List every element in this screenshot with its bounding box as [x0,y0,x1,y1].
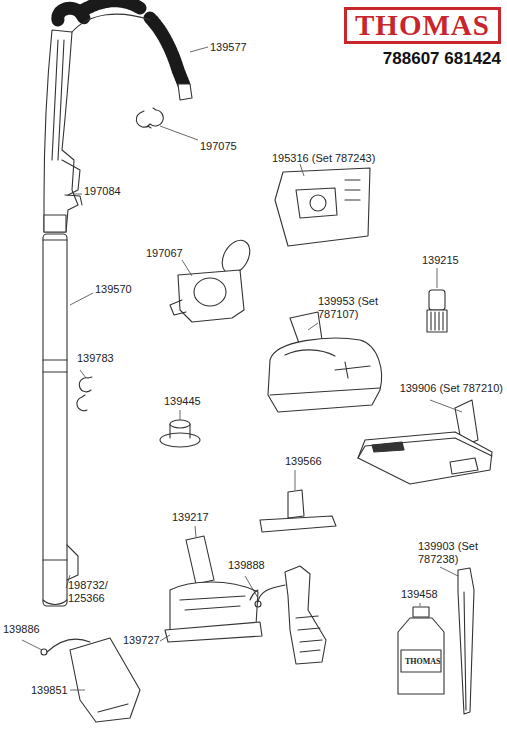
callout-number: 139851 [31,684,68,697]
callout-number: 139727 [123,634,160,647]
callout-number: 139886 [3,623,40,636]
callout-number: 139445 [164,395,201,408]
callout-number: 139906 (Set 787210) [400,382,503,395]
bottle-label: THOMAS [405,657,441,666]
callout-number: 139217 [172,511,209,524]
callout-number: 139566 [285,455,322,468]
callout-number: 197075 [200,140,237,153]
callout-number: 139215 [422,254,459,267]
callout-number: 139903 (Set 787238) [418,540,482,566]
logo-text: THOMAS [355,10,490,41]
callout-number: 139783 [77,352,114,365]
callout-number: 139888 [228,559,265,572]
callout-number: 197067 [146,247,183,260]
callout-number: 197084 [84,185,121,198]
callout-number: 195316 (Set 787243) [272,152,375,165]
logo-box: THOMAS [344,7,501,44]
callout-number: 139953 (Set 787107) [318,295,382,321]
callout-number: 139577 [210,41,247,54]
callout-number: 139458 [401,588,438,601]
callout-number: 198732/ 125366 [68,579,114,605]
model-number: 788607 681424 [383,49,501,69]
callout-number: 139570 [95,283,132,296]
